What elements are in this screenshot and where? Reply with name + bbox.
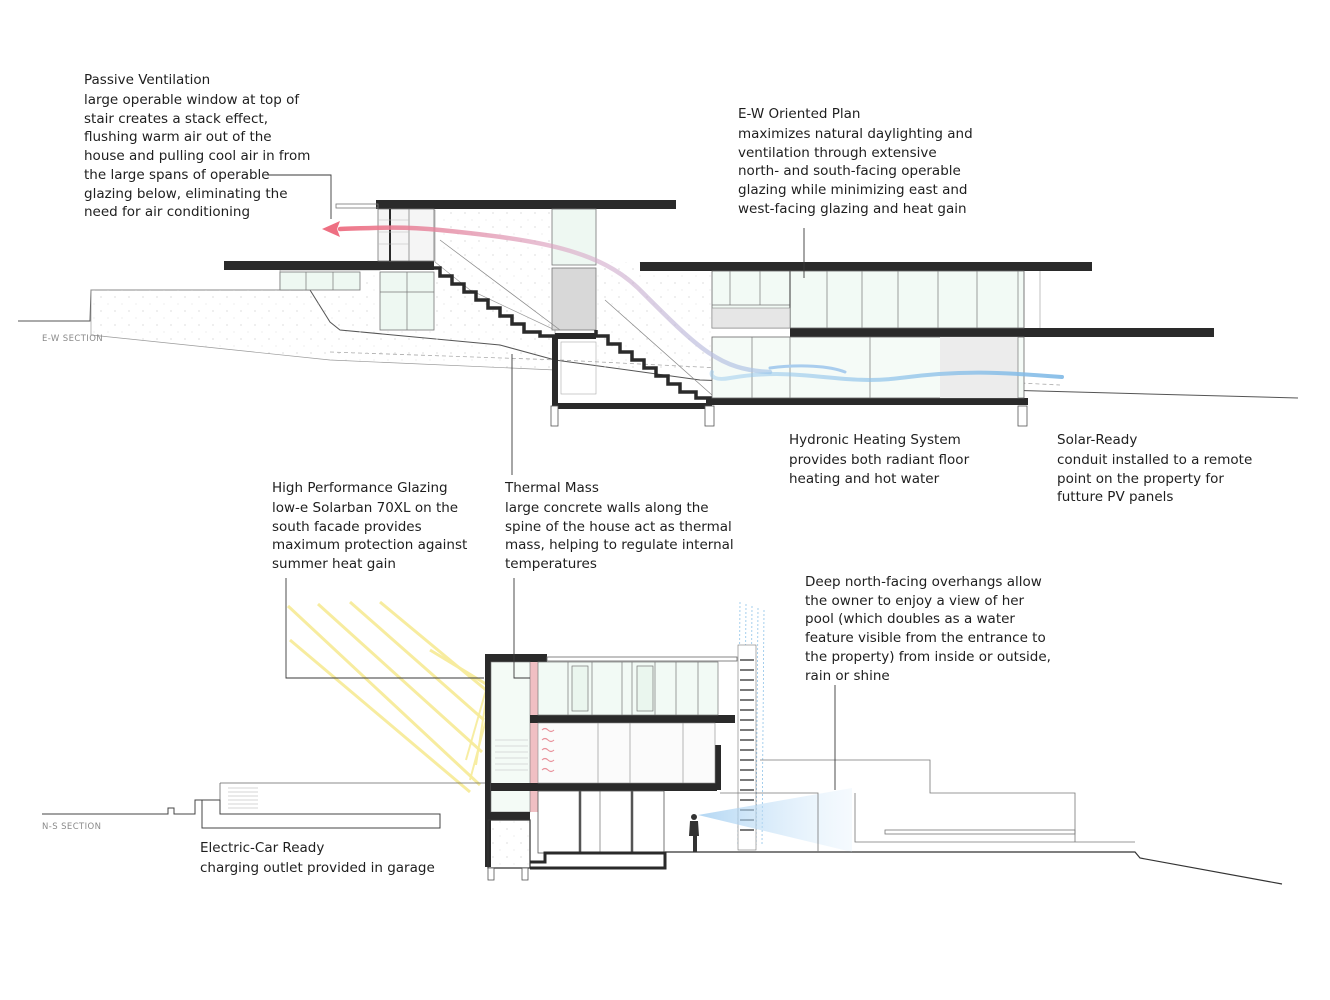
annotation-passive-ventilation: Passive Ventilation large operable windo… (84, 70, 310, 222)
pool-landscape (720, 759, 1135, 852)
ns-upper-windows (537, 661, 719, 716)
annotation-thermal-mass: Thermal Mass large concrete walls along … (505, 478, 734, 574)
ns-section: N-S SECTION (42, 600, 1283, 885)
annotation-body: maximizes natural daylighting and ventil… (738, 126, 973, 217)
ew-upper-glazing (711, 270, 1041, 329)
leader-thermal-mass-ns (513, 578, 530, 679)
warm-air-arrowhead (322, 221, 340, 237)
annotation-hydronic-heating: Hydronic Heating System provides both ra… (789, 430, 969, 488)
ew-cool-airflow (709, 370, 1064, 382)
ns-upper-floor-slab (530, 715, 735, 723)
annotation-title: E-W Oriented Plan (738, 106, 861, 122)
ew-section: E-W SECTION (18, 200, 1299, 427)
ns-section-label: N-S SECTION (42, 822, 101, 832)
annotation-electric-car: Electric-Car Ready charging outlet provi… (200, 838, 435, 878)
ns-roof-slab (485, 654, 547, 662)
ns-garage-stripes (228, 787, 258, 809)
ns-south-wall (485, 654, 491, 867)
annotation-title: Thermal Mass (505, 480, 599, 496)
annotation-title: Passive Ventilation (84, 72, 211, 88)
annotation-title: Electric-Car Ready (200, 840, 325, 856)
ew-stair-tower-window (377, 208, 435, 262)
ns-concrete-spine (530, 662, 538, 812)
annotation-body: charging outlet provided in garage (200, 860, 435, 876)
ew-lower-glazing (711, 336, 1025, 399)
ew-staircase-lower (594, 330, 712, 400)
leader-passive-ventilation (268, 174, 332, 219)
annotation-deep-overhangs: Deep north-facing overhangs allow the ow… (805, 573, 1051, 685)
ew-ground-slab (706, 398, 1028, 405)
ew-warm-airflow (337, 225, 773, 375)
ns-foundation (487, 819, 531, 869)
ew-section-label: E-W SECTION (42, 334, 103, 344)
annotation-title: Solar-Ready (1057, 432, 1138, 448)
ew-main-roof (640, 262, 1092, 271)
annotation-body: low-e Solarban 70XL on the south facade … (272, 500, 468, 573)
annotation-ew-oriented-plan: E-W Oriented Plan maximizes natural dayl… (738, 104, 973, 219)
ns-trellis-post (737, 644, 757, 851)
sun-rays (286, 600, 487, 794)
ew-middle-glass (551, 208, 597, 331)
annotation-title: High Performance Glazing (272, 480, 448, 496)
ew-window-upper-left (279, 271, 435, 331)
annotation-body: large concrete walls along the spine of … (505, 500, 734, 573)
leader-high-performance-glazing (285, 578, 484, 679)
person-silhouette (689, 814, 699, 852)
annotation-body: large operable window at top of stair cr… (84, 92, 311, 221)
ns-ground-line (42, 799, 441, 829)
annotation-high-performance-glazing: High Performance Glazing low-e Solarban … (272, 478, 467, 574)
ns-mid-floor-slab (491, 783, 717, 791)
ew-staircase (423, 262, 555, 338)
annotation-solar-ready: Solar-Ready conduit installed to a remot… (1057, 430, 1252, 507)
ew-top-slab (376, 200, 676, 209)
ew-cantilever-floor (790, 328, 1214, 337)
ew-roof-slab-left (224, 261, 434, 270)
annotation-body: conduit installed to a remote point on t… (1057, 452, 1253, 506)
ns-lower-level (537, 790, 665, 854)
ns-mid-level (537, 722, 716, 784)
leader-lines (268, 174, 836, 790)
view-cone (698, 788, 852, 852)
annotation-title: Hydronic Heating System (789, 432, 961, 448)
annotation-body: Deep north-facing overhangs allow the ow… (805, 574, 1051, 684)
annotation-body: provides both radiant floor heating and … (789, 452, 970, 487)
